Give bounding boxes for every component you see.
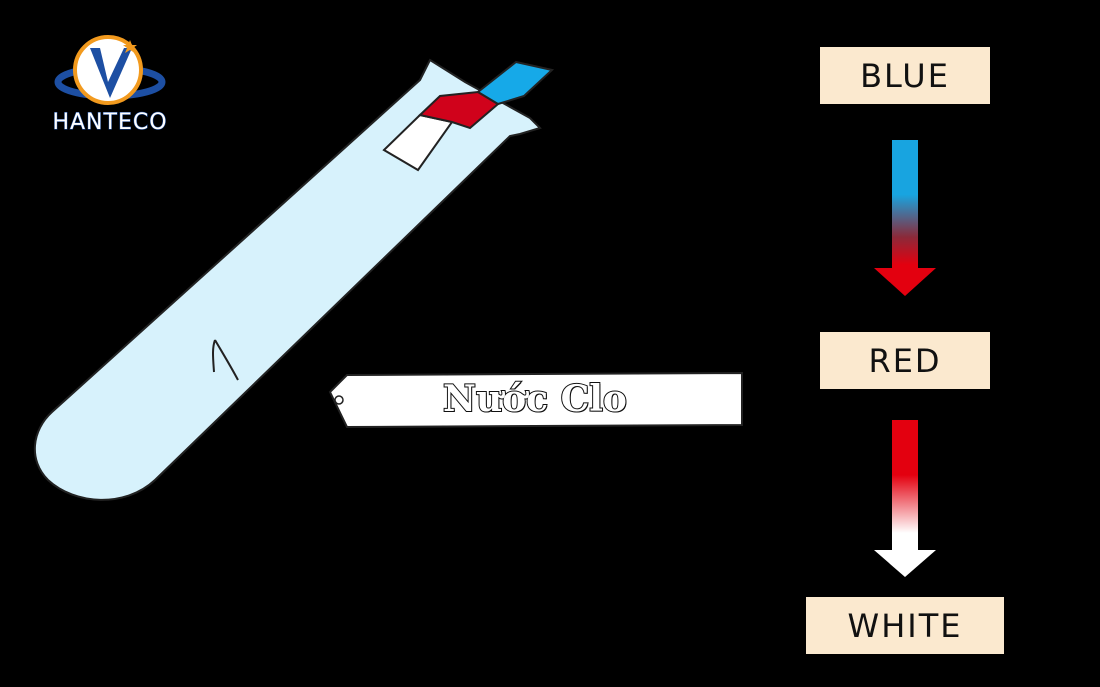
label-red-text: RED — [868, 341, 942, 380]
test-tube — [34, 58, 542, 501]
arrow-blue-to-red — [874, 140, 936, 296]
tube-liquid-mark — [212, 339, 239, 381]
tag-label — [328, 371, 743, 429]
label-red: RED — [820, 332, 990, 389]
label-blue-text: BLUE — [860, 56, 950, 95]
paper-blue-segment — [476, 60, 555, 106]
litmus-paper — [382, 60, 555, 172]
label-white: WHITE — [806, 597, 1004, 654]
test-tube-body — [34, 58, 542, 501]
logo-wordmark: HANTECO — [52, 110, 168, 136]
tag-shape — [328, 371, 743, 429]
hanteco-logo — [54, 35, 166, 105]
logo-star-icon — [123, 40, 137, 53]
arrow-red-to-white — [874, 420, 936, 577]
logo-v-mark — [90, 48, 132, 98]
tag-hole — [334, 395, 344, 405]
label-white-text: WHITE — [847, 606, 963, 645]
label-blue: BLUE — [820, 47, 990, 104]
tag-label-text: Nước Clo — [442, 377, 628, 421]
